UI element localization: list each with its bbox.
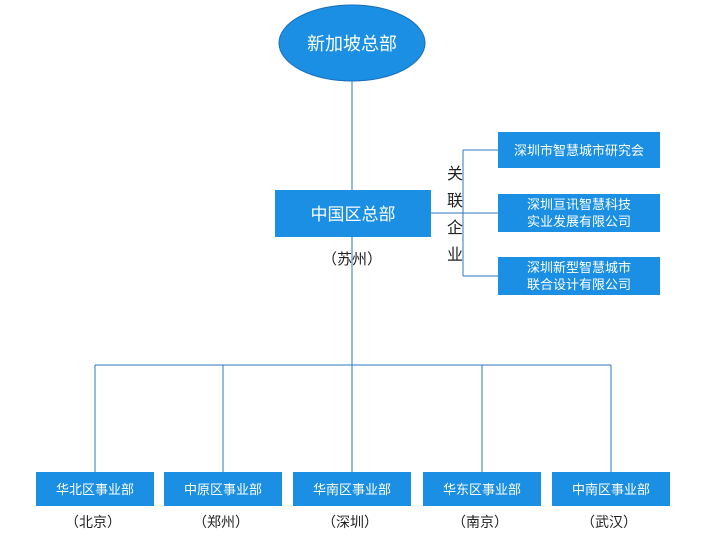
headquarters-label: 新加坡总部	[307, 34, 397, 55]
affiliate-node-3: 深圳新型智慧城市 联合设计有限公司	[498, 257, 660, 295]
affiliate-3-line-2: 联合设计有限公司	[527, 278, 631, 293]
connectors	[94, 80, 612, 472]
headquarters-node: 新加坡总部	[278, 4, 426, 82]
affiliate-node-2: 深圳亘讯智慧科技 实业发展有限公司	[498, 194, 660, 232]
division-node-4: 华东区事业部	[423, 472, 541, 506]
division-5-label: 中南区事业部	[572, 482, 650, 498]
affiliate-2-line-1: 深圳亘讯智慧科技	[527, 197, 631, 213]
division-1-city: （北京）	[65, 515, 121, 531]
china-hq-label: 中国区总部	[311, 205, 396, 225]
china-hq-city: （苏州）	[322, 250, 382, 268]
affiliate-2-line-2: 实业发展有限公司	[527, 214, 631, 230]
affiliates-heading-char-3: 企	[447, 218, 463, 237]
affiliate-3-line-1: 深圳新型智慧城市	[527, 260, 631, 276]
affiliates-heading: 关 联 企 业	[447, 164, 463, 264]
division-node-5: 中南区事业部	[552, 472, 670, 506]
affiliates-heading-char-2: 联	[447, 191, 463, 210]
affiliates-heading-char-4: 业	[447, 245, 463, 264]
division-4-city: （南京）	[452, 515, 508, 531]
affiliate-1-line-1: 深圳市智慧城市研究会	[514, 143, 644, 159]
affiliates-heading-char-1: 关	[447, 164, 463, 183]
division-node-3: 华南区事业部	[293, 472, 411, 506]
division-3-city: （深圳）	[322, 515, 378, 531]
china-hq-node: 中国区总部	[275, 190, 431, 237]
division-2-city: （郑州）	[193, 515, 249, 531]
division-3-label: 华南区事业部	[313, 482, 391, 498]
division-node-2: 中原区事业部	[164, 472, 282, 506]
division-1-label: 华北区事业部	[56, 483, 134, 498]
division-2-label: 中原区事业部	[184, 483, 262, 498]
division-4-label: 华东区事业部	[443, 483, 521, 498]
division-5-city: （武汉）	[581, 515, 637, 531]
division-node-1: 华北区事业部	[36, 472, 154, 506]
affiliate-node-1: 深圳市智慧城市研究会	[498, 132, 660, 168]
